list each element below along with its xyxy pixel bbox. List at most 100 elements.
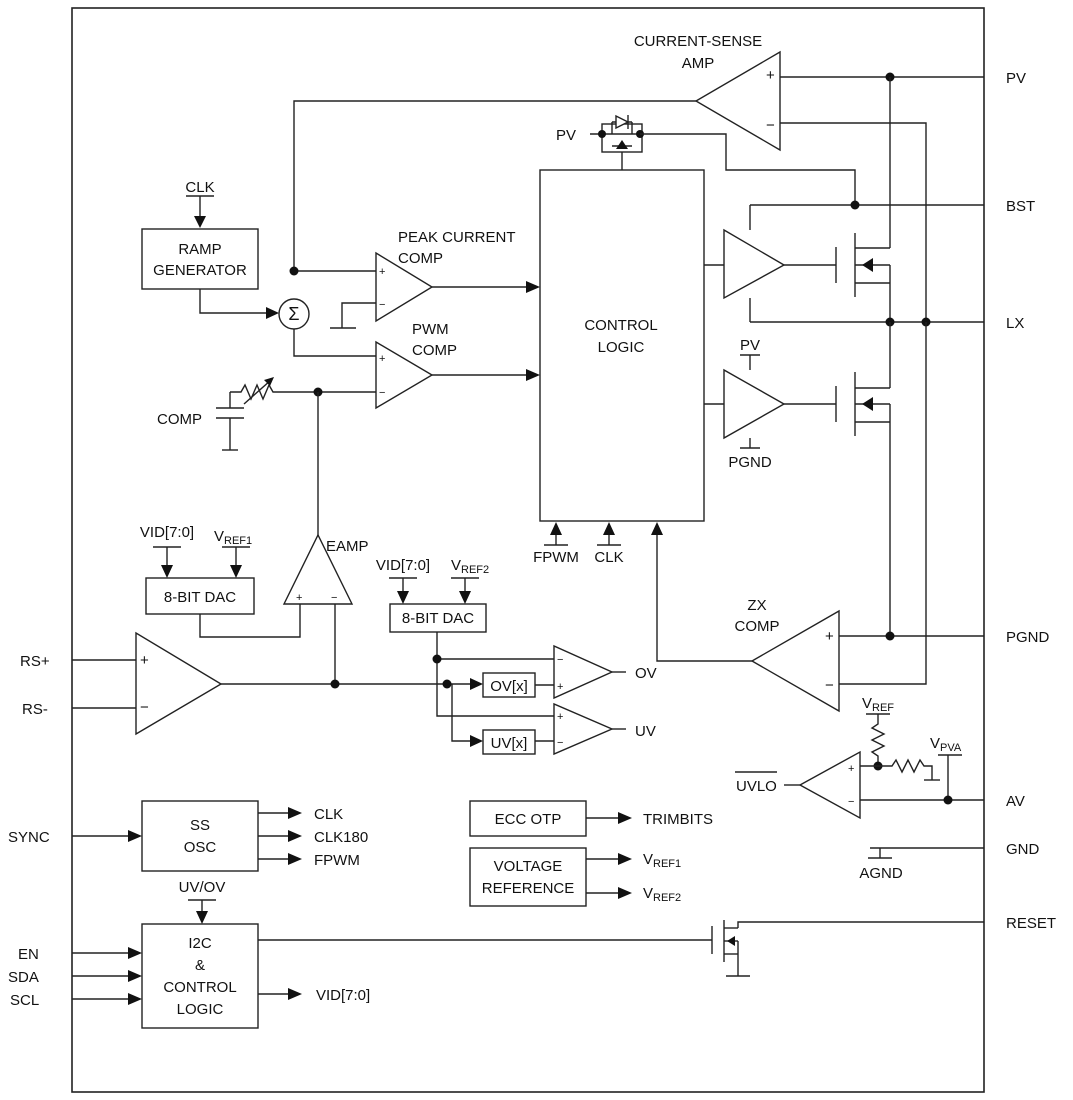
eamp-label: EAMP [326, 538, 369, 555]
dac2-block [389, 603, 487, 633]
dac1-block [145, 577, 255, 615]
control-logic-label-2: LOGIC [598, 339, 645, 356]
voltage-reference-label-2: REFERENCE [482, 880, 575, 897]
clk180-output-label: CLK180 [314, 829, 368, 846]
bst-pin-label: BST [1006, 198, 1035, 215]
error-amplifier [282, 533, 354, 605]
svg-text:+: + [557, 711, 563, 723]
i2c-label-2: & [195, 957, 205, 974]
clk-output-label: CLK [314, 806, 343, 823]
uv-output-label: UV [635, 723, 656, 740]
pv-pin-label: PV [1006, 70, 1026, 87]
vref2-dac-label: VREF2 [451, 557, 489, 576]
peak-current-comp-label: PEAK CURRENT [398, 229, 516, 246]
uv-comparator [553, 702, 614, 756]
zx-comp-label: ZX [747, 597, 766, 614]
svg-text:+: + [766, 67, 775, 84]
vref-uvlo-label: VREF [862, 695, 894, 714]
i2c-label-4: LOGIC [177, 1001, 224, 1018]
uv-window-block [482, 729, 536, 755]
svg-text:−: − [379, 299, 385, 311]
vpva-label: VPVA [930, 735, 962, 754]
control-logic-label: CONTROL [584, 317, 657, 334]
rs-plus-pin-label: RS+ [20, 653, 50, 670]
ramp-generator-label: RAMP [178, 241, 221, 258]
pwm-comp-label-2: COMP [412, 342, 457, 359]
svg-text:−: − [825, 677, 834, 694]
current-sense-amp-label-2: AMP [682, 55, 715, 72]
ss-osc-label: SS [190, 817, 210, 834]
pwm-comparator [375, 340, 434, 410]
svg-text:+: + [557, 681, 563, 693]
svg-text:−: − [331, 592, 337, 604]
pv-boot-label: PV [556, 127, 576, 144]
peak-current-comp-label-2: COMP [398, 250, 443, 267]
ic-boundary [71, 7, 985, 1093]
svg-text:+: + [825, 628, 834, 645]
reset-pin-label: RESET [1006, 915, 1056, 932]
uv-window-label: UV[x] [491, 735, 528, 752]
high-side-mosfet [835, 233, 890, 297]
zx-comp-label-2: COMP [735, 618, 780, 635]
current-sense-amp: + − [694, 50, 781, 152]
svg-text:Σ: Σ [288, 304, 299, 324]
uvlo-label: UVLO [736, 778, 777, 795]
rs-sense-amp [135, 631, 223, 736]
sync-pin-label: SYNC [8, 829, 50, 846]
vref1-dac-label: VREF1 [214, 528, 252, 547]
ov-window-label: OV[x] [490, 678, 528, 695]
ss-osc-label-2: OSC [184, 839, 217, 856]
svg-text:−: − [848, 796, 854, 808]
clk-input-label: CLK [594, 549, 623, 566]
fpwm-input-label: FPWM [533, 549, 579, 566]
uvlo-comparator [798, 750, 861, 820]
trimbits-label: TRIMBITS [643, 811, 713, 828]
voltage-reference-block [469, 847, 587, 907]
low-side-mosfet [835, 372, 890, 436]
boot-switch [590, 114, 643, 170]
dac1-label: 8-BIT DAC [164, 589, 236, 606]
ss-osc-block [141, 800, 259, 872]
svg-text:+: + [379, 266, 385, 278]
i2c-label-3: CONTROL [163, 979, 236, 996]
comp-network [216, 377, 376, 451]
svg-text:+: + [140, 652, 149, 669]
en-pin-label: EN [18, 946, 39, 963]
svg-text:+: + [296, 592, 302, 604]
ecc-otp-block [469, 800, 587, 837]
peak-current-comparator [375, 251, 434, 323]
rs-minus-pin-label: RS- [22, 701, 48, 718]
pgnd-pin-label: PGND [1006, 629, 1050, 646]
i2c-control-block [141, 923, 259, 1029]
svg-text:−: − [140, 699, 149, 716]
ramp-generator-label-2: GENERATOR [153, 262, 247, 279]
lx-pin-label: LX [1006, 315, 1024, 332]
ov-output-label: OV [635, 665, 657, 682]
agnd-label: AGND [859, 865, 903, 882]
pwm-comp-label: PWM [412, 321, 449, 338]
vid-output-label: VID[7:0] [316, 987, 370, 1004]
gnd-pin-label: GND [1006, 841, 1040, 858]
svg-text:+: + [848, 763, 854, 775]
vid-dac1-label: VID[7:0] [140, 524, 194, 541]
ov-comparator [553, 644, 614, 700]
svg-text:−: − [379, 387, 385, 399]
high-side-driver [723, 228, 786, 300]
i2c-label: I2C [188, 935, 212, 952]
vid-dac2-label: VID[7:0] [376, 557, 430, 574]
svg-text:+: + [379, 353, 385, 365]
voltage-reference-label: VOLTAGE [494, 858, 563, 875]
clk-ramp-label: CLK [185, 179, 214, 196]
reset-mosfet [711, 920, 738, 962]
current-sense-amp-label: CURRENT-SENSE [634, 33, 762, 50]
svg-text:−: − [557, 737, 563, 749]
ramp-generator-block [141, 228, 259, 290]
svg-text:−: − [766, 117, 775, 134]
comp-pin-label: COMP [157, 411, 202, 428]
scl-pin-label: SCL [10, 992, 39, 1009]
pv-driver-label: PV [740, 337, 760, 354]
svg-text:−: − [557, 654, 563, 666]
vref1-output-label: VREF1 [643, 851, 681, 870]
fpwm-output-label: FPWM [314, 852, 360, 869]
